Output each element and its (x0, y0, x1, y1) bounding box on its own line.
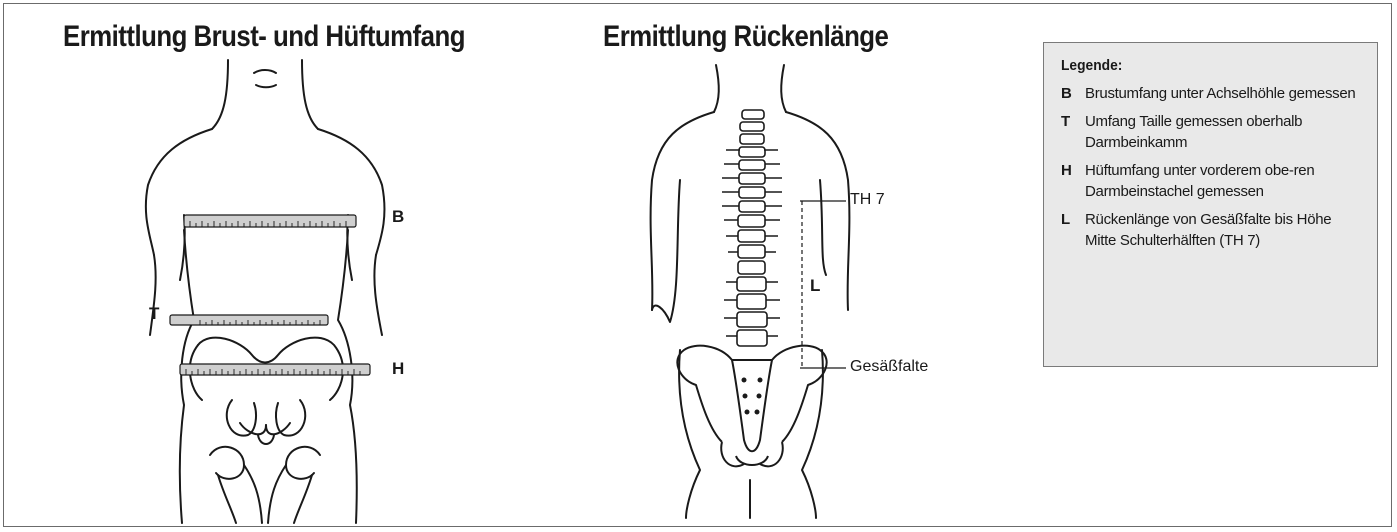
label-waist: T (149, 304, 159, 324)
label-th7: TH 7 (850, 191, 885, 209)
tape-waist (170, 315, 328, 325)
title-back-length: Ermittlung Rückenlänge (603, 20, 888, 54)
legend-box: Legende: B Brustumfang unter Achselhöhle… (1043, 42, 1378, 367)
label-chest: B (392, 207, 404, 227)
front-body-illustration (120, 55, 420, 525)
legend-description: Umfang Taille gemessen oberhalb Darmbein… (1085, 111, 1363, 153)
legend-item-h: H Hüftumfang unter vorderem obe-ren Darm… (1061, 160, 1363, 202)
legend-description: Rückenlänge von Gesäßfalte bis Höhe Mitt… (1085, 209, 1363, 251)
label-hip: H (392, 359, 404, 379)
legend-title: Legende: (1061, 57, 1339, 74)
label-gluteal-fold: Gesäßfalte (850, 358, 928, 376)
title-circumference: Ermittlung Brust- und Hüftumfang (63, 20, 465, 54)
legend-key: H (1061, 160, 1085, 202)
legend-item-b: B Brustumfang unter Achselhöhle gemessen (1061, 83, 1363, 104)
label-back-length: L (810, 276, 820, 296)
legend-key: T (1061, 111, 1085, 153)
legend-key: B (1061, 83, 1085, 104)
legend-description: Hüftumfang unter vorderem obe-ren Darmbe… (1085, 160, 1363, 202)
tape-chest (184, 215, 356, 227)
legend-key: L (1061, 209, 1085, 251)
back-spine-illustration (640, 60, 860, 520)
legend-item-t: T Umfang Taille gemessen oberhalb Darmbe… (1061, 111, 1363, 153)
legend-description: Brustumfang unter Achselhöhle gemessen (1085, 83, 1355, 104)
legend-item-l: L Rückenlänge von Gesäßfalte bis Höhe Mi… (1061, 209, 1363, 251)
tape-hip (180, 364, 370, 375)
